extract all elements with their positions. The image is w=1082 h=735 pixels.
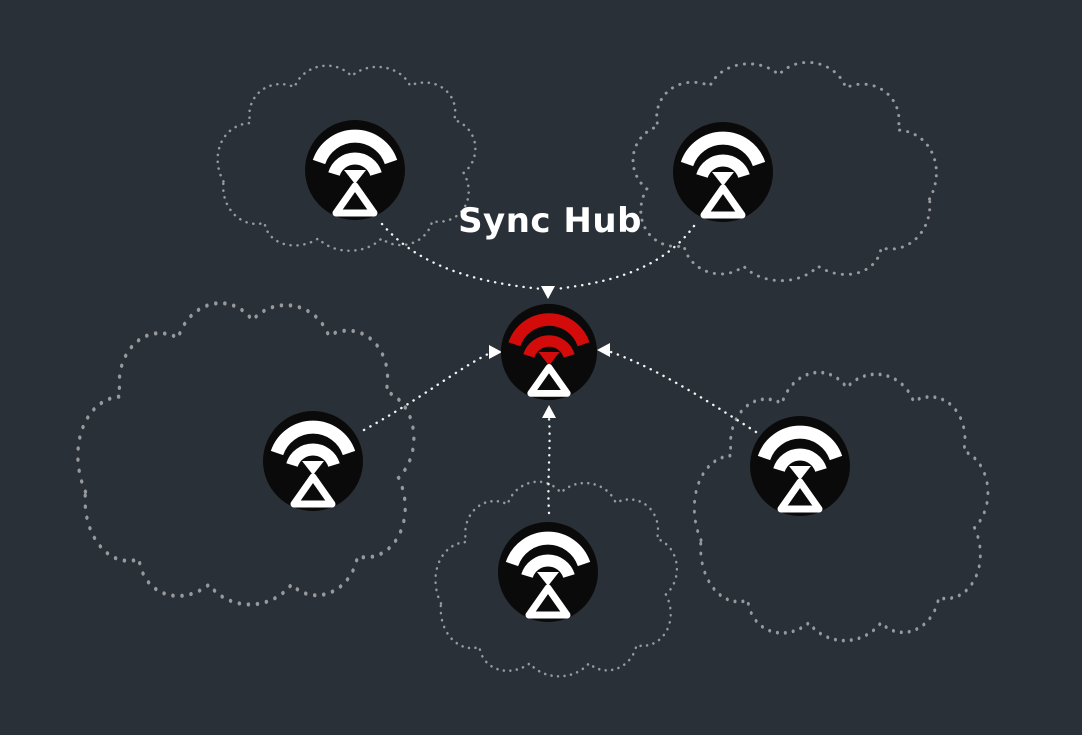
diagram-title: Sync Hub — [458, 201, 642, 241]
arrow-mid-right-to-hub — [606, 349, 758, 434]
arrowhead-left-to-hub — [489, 345, 502, 359]
cloud-outline-mid-left — [78, 303, 414, 604]
arrowhead-top-to-hub — [541, 286, 555, 299]
arrowhead-right-to-hub — [597, 343, 610, 357]
node-icon-mid-left — [263, 411, 363, 511]
connection-layer — [362, 222, 758, 515]
sync-hub-icon — [501, 304, 597, 400]
node-icon-top-right — [673, 122, 773, 222]
arrow-top-right-to-hub — [554, 224, 696, 291]
node-icon-mid-right — [750, 416, 850, 516]
arrow-bottom-to-hub — [547, 416, 551, 515]
cloud-outline-mid-right — [692, 370, 990, 643]
arrow-mid-left-to-hub — [362, 351, 492, 432]
node-icon-bottom-center — [498, 522, 598, 622]
node-icon-top-left — [305, 120, 405, 220]
arrowhead-bottom-to-hub — [542, 405, 556, 418]
arrow-top-left-to-hub — [380, 222, 544, 291]
node-layer — [263, 120, 850, 622]
